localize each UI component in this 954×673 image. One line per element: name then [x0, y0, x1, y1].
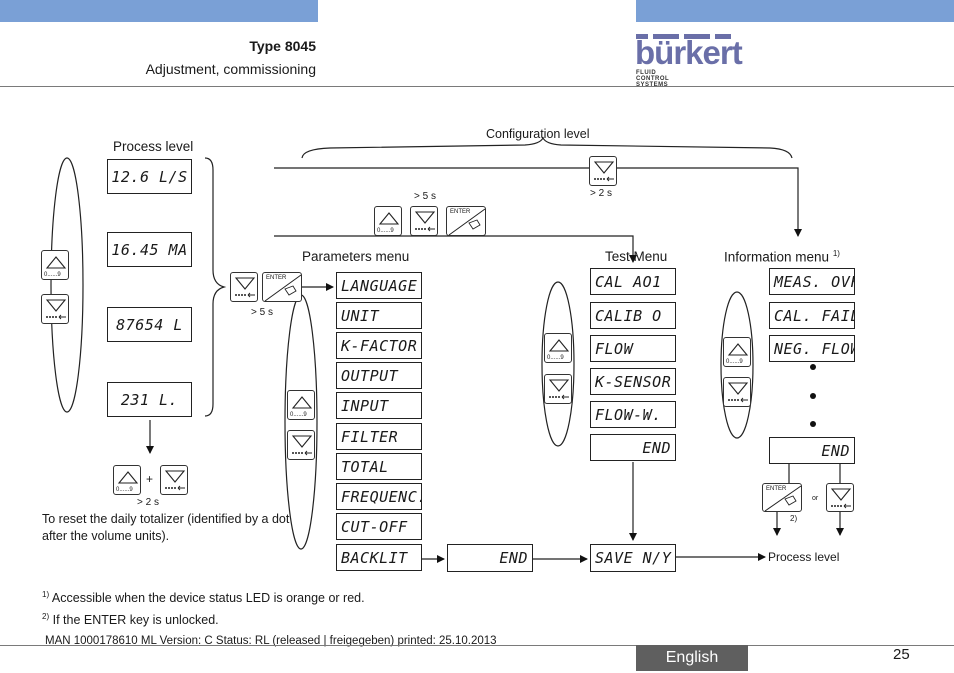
- parameters-hold-time: > 5 s: [251, 307, 273, 318]
- key-digits-label: 0......9: [44, 272, 61, 278]
- footnote-1: 1) Accessible when the device status LED…: [42, 590, 365, 605]
- down-key[interactable]: [544, 374, 572, 404]
- header-bar-right: [636, 0, 954, 22]
- up-key[interactable]: 0......9: [723, 337, 751, 367]
- footnote-1-text: Accessible when the device status LED is…: [51, 591, 365, 606]
- return-process-level-label: Process level: [768, 550, 840, 564]
- down-key[interactable]: [723, 377, 751, 407]
- enter-key-label: ENTER: [766, 486, 787, 492]
- reset-totalizer-note: To reset the daily totalizer (identified…: [42, 512, 290, 543]
- document-info: MAN 1000178610 ML Version: C Status: RL …: [45, 635, 497, 647]
- configuration-level-label: Configuration level: [486, 127, 590, 141]
- down-key[interactable]: [826, 483, 854, 512]
- doc-section-subtitle: Adjustment, commissioning: [145, 61, 316, 77]
- test-flow: FLOW: [590, 335, 676, 362]
- param-total: TOTAL: [336, 453, 422, 480]
- or-label: or: [812, 495, 819, 502]
- parameters-menu-label: Parameters menu: [302, 249, 410, 264]
- footnote-2: 2) If the ENTER key is unlocked.: [42, 612, 219, 627]
- enter-unlock-note: 2): [790, 514, 798, 523]
- up-key[interactable]: 0......9: [41, 250, 69, 280]
- process-display-flow: 12.6 L/S: [107, 159, 192, 194]
- down-key[interactable]: [589, 156, 617, 186]
- logo-tagline: FLUID CONTROL SYSTEMS: [636, 70, 670, 88]
- information-menu-title: Information menu: [724, 249, 830, 265]
- up-key[interactable]: 0......9: [287, 390, 315, 420]
- enter-key[interactable]: ENTER: [762, 483, 802, 512]
- param-language: LANGUAGE: [336, 272, 422, 299]
- down-key[interactable]: [160, 465, 188, 495]
- info-neg-flow: NEG. FLOW: [769, 335, 855, 362]
- key-digits-label: 0......9: [116, 487, 133, 493]
- process-display-daily-total: 231 L.: [107, 382, 192, 417]
- continuation-dot: [810, 393, 816, 399]
- process-display-current: 16.45 MA: [107, 232, 192, 267]
- param-frequenc: FREQUENC.: [336, 483, 422, 510]
- param-input: INPUT: [336, 392, 422, 419]
- param-backlit: BACKLIT: [336, 544, 422, 571]
- information-menu-note: 1): [832, 249, 840, 258]
- continuation-dot: [810, 421, 816, 427]
- plus-sign: +: [146, 472, 154, 486]
- up-key[interactable]: 0......9: [544, 333, 572, 363]
- header-rule: [0, 86, 954, 87]
- footnote-2-mark: 2): [42, 612, 50, 621]
- save-display: SAVE N/Y: [590, 544, 676, 572]
- test-calib-0: CALIB O: [590, 302, 676, 329]
- enter-key-label: ENTER: [450, 209, 471, 215]
- key-digits-label: 0......9: [377, 228, 394, 234]
- enter-key[interactable]: ENTER: [446, 206, 486, 236]
- key-digits-label: 0......9: [726, 359, 743, 365]
- footer-rule: [0, 645, 954, 646]
- param-filter: FILTER: [336, 423, 422, 450]
- enter-key[interactable]: ENTER: [262, 272, 302, 302]
- page-number: 25: [893, 646, 910, 663]
- param-k-factor: K-FACTOR: [336, 332, 422, 359]
- footnote-2-text: If the ENTER key is unlocked.: [52, 613, 219, 628]
- info-end: END: [769, 437, 855, 464]
- up-key[interactable]: 0......9: [374, 206, 402, 236]
- test-k-sensor: K-SENSOR: [590, 368, 676, 395]
- test-end: END: [590, 434, 676, 461]
- test-cal-ao1: CAL AO1: [590, 268, 676, 295]
- key-digits-label: 0......9: [547, 355, 564, 361]
- header-bar-left: [0, 0, 318, 22]
- down-key[interactable]: [41, 294, 69, 324]
- footnote-1-mark: 1): [42, 590, 50, 599]
- info-hold-time: > 2 s: [590, 188, 612, 199]
- param-output: OUTPUT: [336, 362, 422, 389]
- doc-type-title: Type 8045: [249, 38, 316, 54]
- information-menu-label: Information menu 1): [724, 249, 840, 265]
- config-hold-time: > 5 s: [414, 191, 436, 202]
- param-unit: UNIT: [336, 302, 422, 329]
- language-badge: English: [636, 645, 748, 671]
- test-flow-w: FLOW-W.: [590, 401, 676, 428]
- test-menu-label: Test Menu: [605, 249, 668, 264]
- reset-hold-time: > 2 s: [137, 497, 159, 508]
- down-key[interactable]: [287, 430, 315, 460]
- process-display-total: 87654 L: [107, 307, 192, 342]
- continuation-dot: [810, 364, 816, 370]
- down-key[interactable]: [410, 206, 438, 236]
- logo-wordmark: bürkert: [635, 34, 743, 71]
- parameters-end-display: END: [447, 544, 533, 572]
- info-meas-ovf: MEAS. OVF: [769, 268, 855, 295]
- info-cal-fail: CAL. FAIL: [769, 302, 855, 329]
- param-cut-off: CUT-OFF: [336, 513, 422, 540]
- down-key[interactable]: [230, 272, 258, 302]
- key-digits-label: 0......9: [290, 412, 307, 418]
- up-key[interactable]: 0......9: [113, 465, 141, 495]
- enter-key-label: ENTER: [266, 275, 287, 281]
- process-level-label: Process level: [113, 139, 194, 154]
